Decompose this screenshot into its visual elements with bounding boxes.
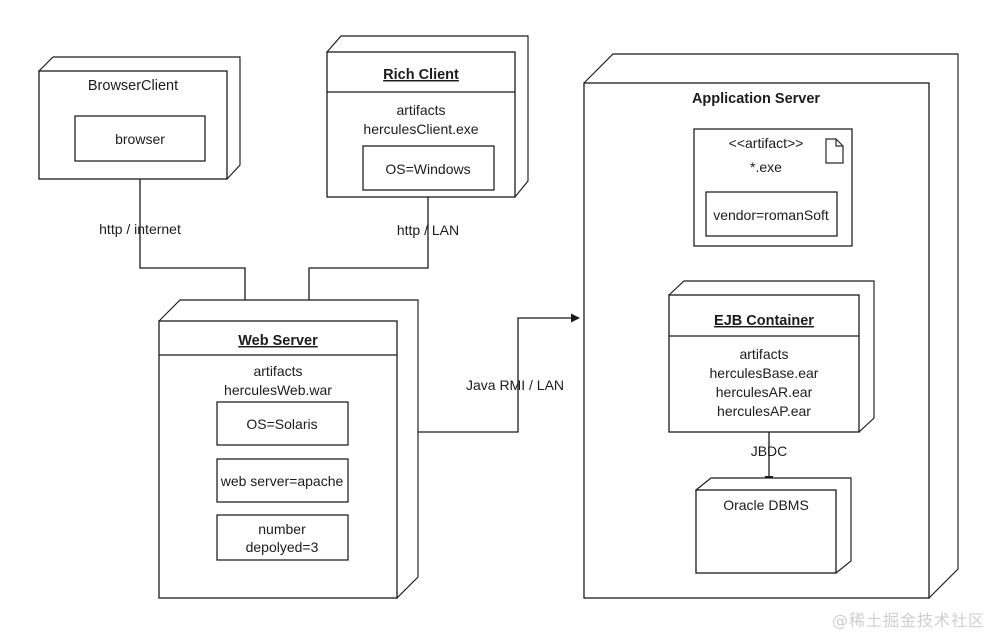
node-browser-client[interactable]: BrowserClient browser (38, 56, 241, 180)
watermark: @稀土掘金技术社区 (831, 611, 985, 630)
document-icon (825, 138, 844, 164)
artifact-property-vendor: vendor=romanSoft (713, 207, 829, 223)
node-web-server[interactable]: Web Server artifacts herculesWeb.war OS=… (158, 299, 419, 599)
connection-http-lan: http / LAN (304, 197, 459, 318)
node-ejb-container[interactable]: EJB Container artifacts herculesBase.ear… (668, 280, 875, 433)
ejb-artifacts-heading: artifacts (739, 346, 788, 362)
rich-client-property-os: OS=Windows (385, 161, 470, 177)
web-server-property-os: OS=Solaris (246, 416, 317, 432)
artifact-name: *.exe (750, 159, 782, 175)
browser-client-title: BrowserClient (88, 78, 178, 94)
connection-http-internet-label: http / internet (99, 221, 181, 237)
rich-client-artifacts-heading: artifacts (396, 102, 445, 118)
ejb-artifact-0: herculesBase.ear (710, 365, 819, 381)
web-server-artifacts-heading: artifacts (253, 363, 302, 379)
node-oracle-dbms[interactable]: Oracle DBMS (694, 477, 852, 574)
web-server-title: Web Server (238, 333, 318, 349)
web-server-artifact-0: herculesWeb.war (224, 382, 332, 398)
connection-jbdc: JBDC (751, 432, 788, 485)
application-server-title: Application Server (692, 91, 820, 107)
artifact-exe-box[interactable]: <<artifact>> *.exe vendor=romanSoft (693, 128, 853, 247)
oracle-dbms-title: Oracle DBMS (723, 497, 809, 513)
rich-client-artifact-0: herculesClient.exe (363, 121, 478, 137)
browser-client-inner-label: browser (115, 131, 165, 147)
web-server-property-webserver: web server=apache (220, 473, 344, 489)
connection-jbdc-label: JBDC (751, 443, 788, 459)
web-server-property-number-line2: depolyed=3 (246, 539, 319, 555)
connection-java-rmi-lan-label: Java RMI / LAN (466, 377, 564, 393)
node-rich-client[interactable]: Rich Client artifacts herculesClient.exe… (326, 35, 529, 198)
ejb-artifact-1: herculesAR.ear (716, 384, 813, 400)
connection-http-lan-label: http / LAN (397, 222, 459, 238)
artifact-stereotype: <<artifact>> (729, 135, 804, 151)
ejb-artifact-2: herculesAP.ear (717, 403, 811, 419)
connection-http-internet: http / internet (99, 179, 250, 318)
ejb-container-title: EJB Container (714, 313, 814, 329)
web-server-property-number-line1: number (258, 521, 306, 537)
connection-java-rmi-lan: Java RMI / LAN (418, 313, 580, 433)
rich-client-title: Rich Client (383, 67, 459, 83)
